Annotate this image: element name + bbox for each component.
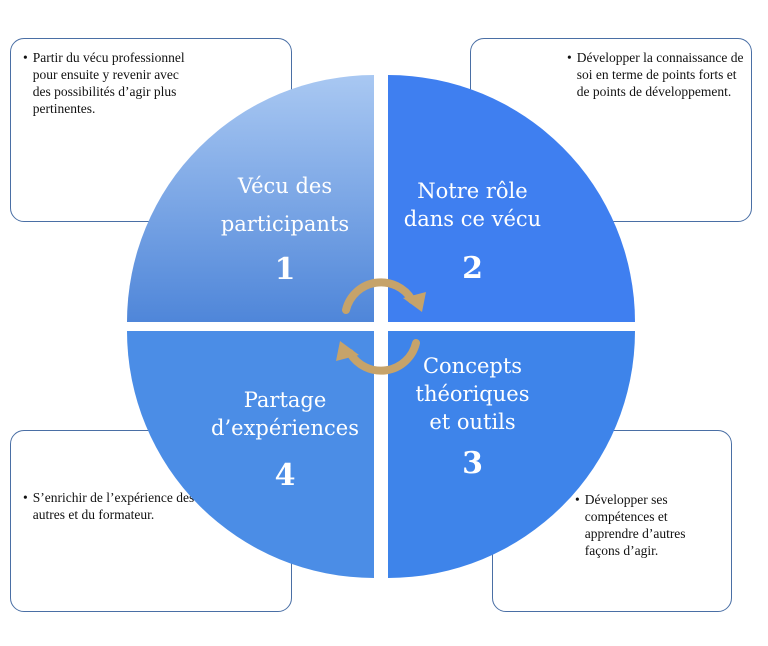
note-item: • Partir du vécu professionnel pour ensu… bbox=[23, 49, 279, 117]
note-item: • Développer ses compétences et apprendr… bbox=[575, 491, 731, 559]
note-text-concepts: Développer ses compétences et apprendre … bbox=[584, 492, 686, 558]
quadrant-3-label: Concepts théoriques et outils 3 bbox=[395, 352, 550, 482]
cycle-arrows bbox=[336, 278, 426, 375]
quadrant-3-number: 3 bbox=[462, 446, 483, 481]
quadrant-4-title-line: Partage bbox=[243, 388, 327, 412]
quadrant-4-title-line: d’expériences bbox=[211, 416, 359, 440]
quadrant-1-number: 1 bbox=[274, 252, 296, 287]
quadrant-2-number: 2 bbox=[462, 251, 483, 286]
quadrant-4-number: 4 bbox=[274, 458, 296, 493]
bullet-icon: • bbox=[575, 492, 580, 507]
bullet-icon: • bbox=[23, 50, 28, 65]
quadrant-3-title-line: théoriques bbox=[415, 382, 530, 406]
note-text-partage: S’enrichir de l’expérience des autres et… bbox=[32, 490, 195, 522]
quadrant-1-label: Vécu des participants 1 bbox=[205, 172, 365, 288]
quadrant-2-label: Notre rôle dans ce vécu 2 bbox=[395, 177, 550, 287]
quadrant-2-title-line: Notre rôle bbox=[417, 179, 528, 203]
quadrant-3-title-line: et outils bbox=[429, 410, 516, 434]
note-text-vecu: Partir du vécu professionnel pour ensuit… bbox=[32, 50, 185, 116]
quadrant-4 bbox=[127, 331, 374, 578]
bullet-icon: • bbox=[23, 490, 28, 505]
quadrant-4-label: Partage d’expériences 4 bbox=[205, 386, 365, 494]
note-text-role: Développer la connaissance de soi en ter… bbox=[576, 50, 744, 99]
quadrant-1-title-line: Vécu des bbox=[237, 174, 333, 198]
note-item: • S’enrichir de l’expérience des autres … bbox=[23, 489, 279, 523]
arrow-arc-top bbox=[342, 278, 416, 314]
quadrant-2 bbox=[388, 75, 635, 322]
note-item: • Développer la connaissance de soi en t… bbox=[567, 49, 751, 100]
quadrant-1-title-line: participants bbox=[220, 212, 350, 236]
quadrant-1 bbox=[127, 75, 374, 322]
quadrant-3 bbox=[388, 331, 635, 578]
arrow-head-top-icon bbox=[403, 292, 426, 312]
arrow-head-bottom-icon bbox=[336, 341, 359, 361]
quadrant-2-title-line: dans ce vécu bbox=[403, 207, 542, 231]
quadrant-3-title-line: Concepts bbox=[422, 354, 523, 378]
arrow-arc-bottom bbox=[346, 339, 420, 375]
bullet-icon: • bbox=[567, 50, 572, 65]
